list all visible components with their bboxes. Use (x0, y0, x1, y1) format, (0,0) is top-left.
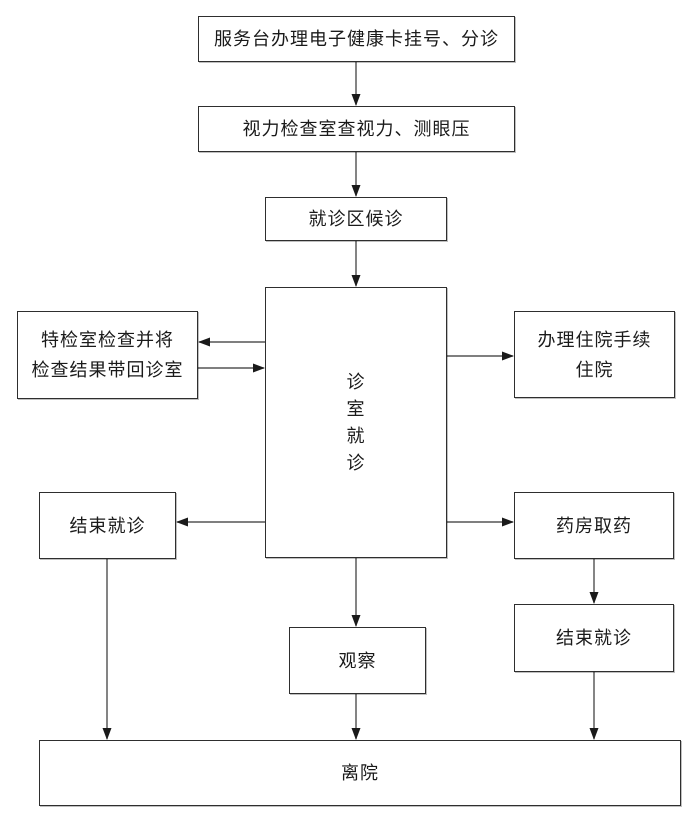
node-consult-room: 诊 室 就 诊 (265, 287, 447, 558)
node-leave: 离院 (39, 740, 681, 806)
node-observation: 观察 (289, 627, 426, 694)
node-pharmacy: 药房取药 (514, 492, 674, 559)
node-end-visit-right: 结束就诊 (514, 604, 674, 672)
node-service-desk: 服务台办理电子健康卡挂号、分诊 (198, 16, 515, 62)
node-vision-check: 视力检查室查视力、测眼压 (198, 106, 515, 152)
node-end-visit-left: 结束就诊 (39, 492, 176, 559)
node-waiting-area: 就诊区候诊 (265, 197, 447, 241)
node-admission: 办理住院手续 住院 (514, 311, 675, 398)
node-special-exam: 特检室检查并将 检查结果带回诊室 (17, 311, 198, 399)
